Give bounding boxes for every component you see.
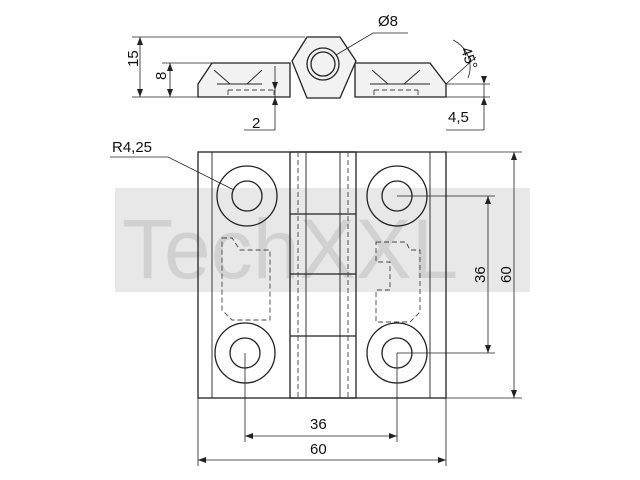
height-label: 60	[498, 266, 515, 283]
width-label: 60	[310, 441, 327, 458]
plate-thickness-arrows	[167, 63, 173, 97]
edge-label: 4,5	[448, 109, 469, 126]
edge-dimension	[446, 83, 490, 131]
knuckle-column	[289, 151, 357, 399]
height-total-dimension	[132, 36, 305, 98]
top-view-right-leaf	[354, 62, 447, 98]
radius-leader	[110, 156, 235, 191]
top-view-left-leaf	[197, 62, 291, 98]
recess-left-hidden	[221, 237, 271, 321]
height-dimension	[446, 151, 522, 399]
chamfer-extension	[445, 56, 477, 85]
watermark-band	[115, 188, 530, 292]
watermark: TechXXL	[115, 188, 530, 296]
pin-hidden-lines	[297, 152, 349, 398]
plate-thickness-label: 8	[153, 72, 170, 80]
top-view: Ø8 15 8 2 45° 4,5	[125, 13, 490, 132]
hole-top-left	[231, 180, 263, 212]
top-view-pin	[310, 51, 336, 77]
hole-spacing-vertical-label: 36	[472, 266, 489, 283]
offset-label: 2	[252, 115, 260, 132]
pin-diameter-leader	[335, 32, 408, 56]
top-view-hidden-right	[373, 89, 419, 97]
height-total-label: 15	[125, 50, 142, 67]
front-view: R4,25 36 60 36 60	[110, 139, 522, 466]
radius-label: R4,25	[112, 139, 152, 156]
top-view-countersink-right	[370, 69, 430, 85]
top-view-countersink-left	[213, 69, 263, 85]
pin-diameter-label: Ø8	[378, 13, 398, 30]
hole-spacing-horizontal-dimension	[244, 353, 398, 442]
top-view-pin-outer	[306, 47, 340, 81]
recess-right-hidden	[375, 241, 421, 323]
edge-arrows	[481, 76, 487, 105]
offset-arrows	[272, 82, 278, 105]
knuckle-segments	[290, 213, 356, 337]
chamfer-angle-label: 45°	[457, 45, 481, 72]
hole-spacing-horizontal-label: 36	[310, 416, 327, 433]
width-dimension	[197, 398, 447, 466]
hole-spacing-vertical-dimension	[397, 195, 495, 354]
top-view-knuckle	[291, 36, 357, 99]
knuckle-lines	[305, 152, 341, 398]
chamfer-angle-arc	[452, 39, 471, 79]
top-view-hidden-left	[227, 89, 275, 97]
hole-top-left-outer	[216, 165, 278, 227]
